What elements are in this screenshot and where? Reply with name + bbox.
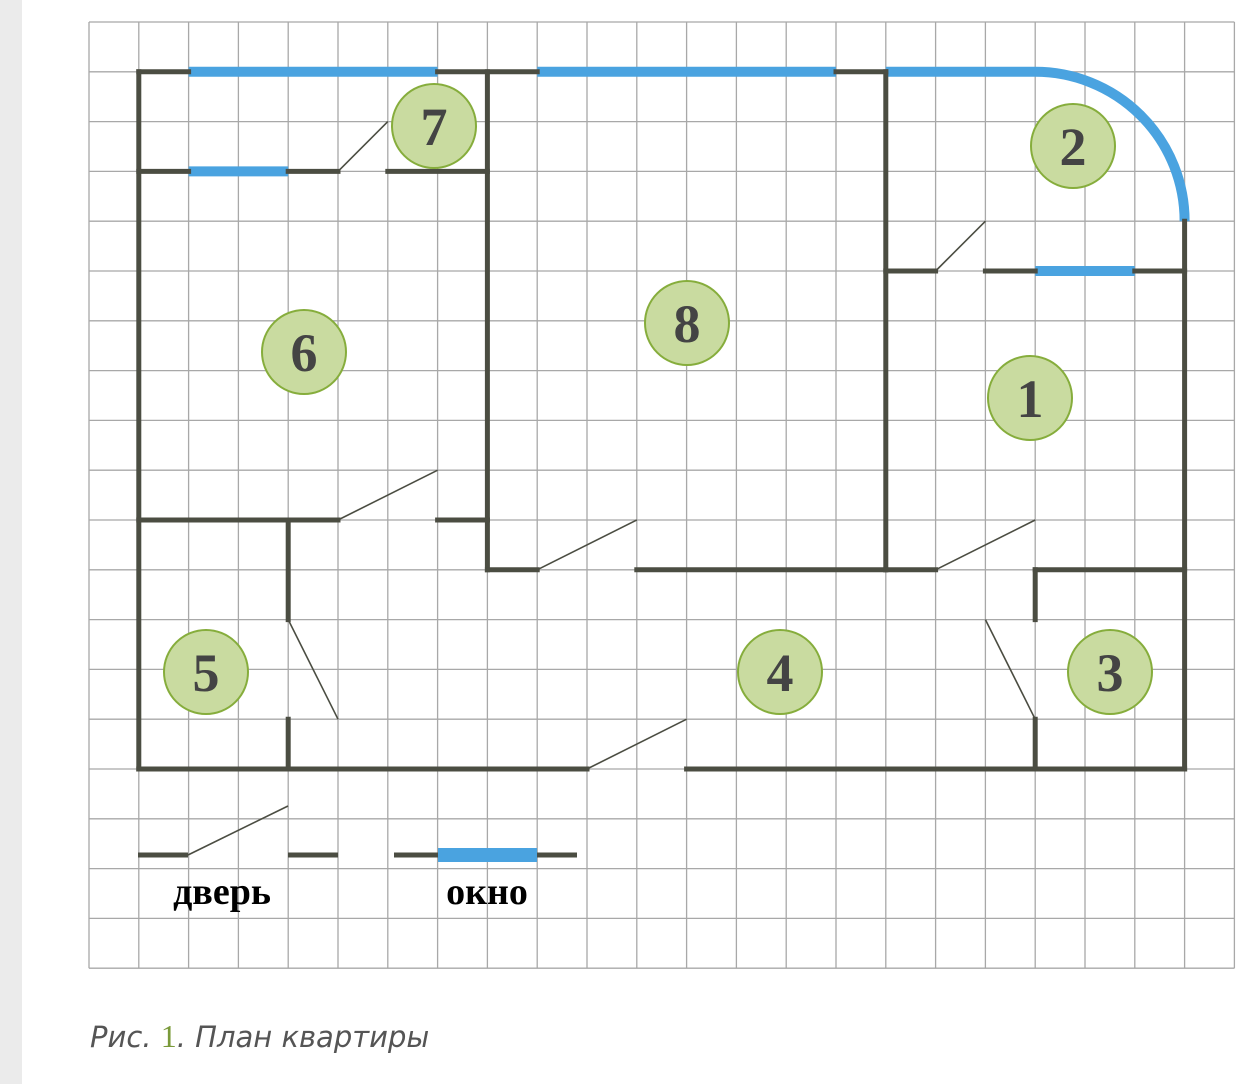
room-marker-2: 2 — [1030, 103, 1116, 189]
room-circle — [391, 83, 477, 169]
room-number: 8 — [674, 294, 701, 354]
door-leaf — [984, 619, 1036, 720]
page-left-margin — [0, 0, 22, 1084]
legend-door-symbol — [138, 805, 338, 858]
room-circle — [987, 355, 1073, 441]
room-marker-6: 6 — [261, 309, 347, 395]
room-number: 1 — [1017, 369, 1044, 429]
room-marker-4: 4 — [737, 629, 823, 715]
room-markers-layer: 1 2 3 4 5 6 7 8 — [163, 83, 1153, 715]
room-circle — [1030, 103, 1116, 189]
room-marker-7: 7 — [391, 83, 477, 169]
room-marker-1: 1 — [987, 355, 1073, 441]
door-leaf — [935, 519, 1036, 571]
apartment-floor-plan: 1 2 3 4 5 6 7 8 дверь окно — [88, 21, 1236, 969]
room-marker-5: 5 — [163, 629, 249, 715]
room-circle — [644, 280, 730, 366]
room-circle — [163, 629, 249, 715]
walls-layer — [136, 69, 1188, 772]
door-leaf — [536, 519, 638, 571]
room-number: 3 — [1097, 643, 1124, 703]
caption-prefix: Рис. — [90, 1020, 161, 1054]
room-circle — [261, 309, 347, 395]
room-number: 7 — [421, 97, 448, 157]
figure-caption: Рис. 1. План квартиры — [90, 1018, 429, 1055]
room-marker-8: 8 — [644, 280, 730, 366]
room-circle — [737, 629, 823, 715]
room-number: 2 — [1060, 117, 1087, 177]
room-number: 6 — [291, 323, 318, 383]
caption-title: . План квартиры — [176, 1020, 430, 1054]
legend-window-label: окно — [446, 871, 528, 913]
legend-door-leaf — [187, 805, 289, 856]
grid-paper — [88, 21, 1236, 969]
windows-layer — [188, 66, 1190, 276]
curved-window — [885, 66, 1190, 222]
door-leaf — [586, 718, 687, 770]
door-leaf — [337, 121, 389, 172]
legend-door-label: дверь — [173, 871, 271, 913]
door-leaf — [287, 619, 339, 720]
door-leaf — [337, 469, 438, 521]
room-circle — [1067, 629, 1153, 715]
caption-figure-number: 1 — [160, 1018, 177, 1054]
door-leaves-layer — [287, 121, 1036, 770]
room-marker-3: 3 — [1067, 629, 1153, 715]
room-number: 5 — [193, 643, 220, 703]
door-leaf — [935, 220, 986, 272]
legend: дверь окно — [138, 805, 577, 913]
room-number: 4 — [767, 643, 794, 703]
